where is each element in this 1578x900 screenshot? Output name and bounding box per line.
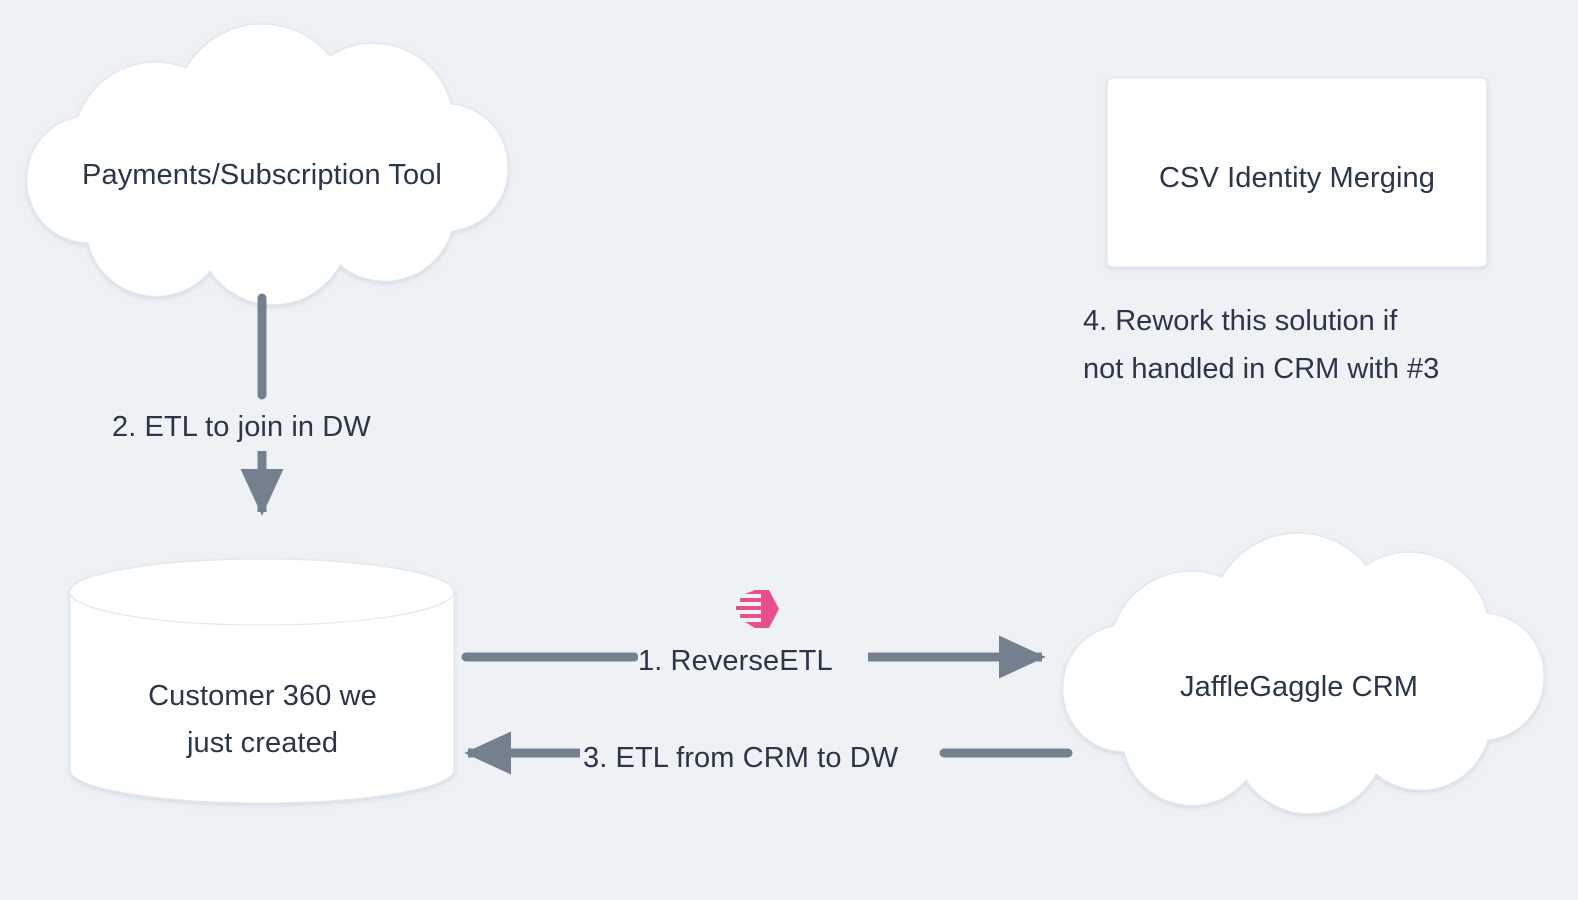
node-warehouse-cylinder [69, 558, 455, 804]
edge-label-reverseetl: 1. ReverseETL [638, 638, 833, 685]
note-rework-solution: 4. Rework this solution if not handled i… [1083, 305, 1440, 386]
node-crm-cloud [1062, 532, 1545, 815]
edge-label-etl-from-crm-to-dw: 3. ETL from CRM to DW [583, 735, 899, 782]
node-csv-identity-box [1106, 77, 1488, 268]
hightouch-hexagon-icon [736, 590, 779, 628]
node-payments-cloud [26, 23, 509, 306]
edge-label-etl-to-join-in-dw: 2. ETL to join in DW [112, 404, 371, 451]
